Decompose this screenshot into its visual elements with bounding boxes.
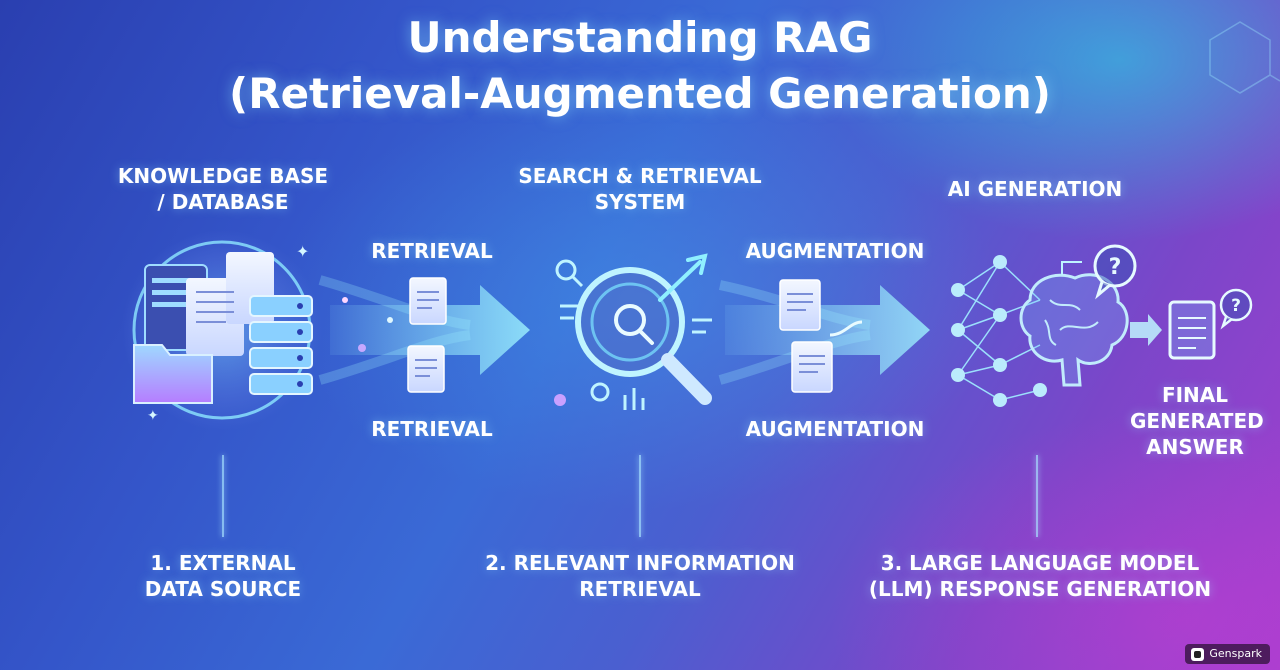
brand-label: Genspark (1209, 647, 1262, 660)
svg-text:?: ? (1109, 255, 1122, 280)
connector-line-2 (639, 455, 641, 537)
magnifier-icon (554, 253, 712, 410)
question-bubble-icon: ? (1219, 288, 1253, 330)
augmentation-flow-arrow (718, 280, 930, 385)
final-arrow (1130, 314, 1162, 346)
document-icon (409, 277, 447, 325)
retrieval-label-top: RETRIEVAL (371, 239, 493, 263)
connector-line-3 (1036, 455, 1038, 537)
document-icon (779, 279, 821, 331)
svg-text:?: ? (1231, 296, 1241, 316)
svg-text:✦: ✦ (147, 408, 159, 424)
svg-text:✦: ✦ (296, 242, 309, 261)
decorative-hexagons (1209, 21, 1280, 94)
augmentation-label-bottom: AUGMENTATION (745, 417, 925, 441)
augmentation-label-top: AUGMENTATION (745, 239, 925, 263)
brand-badge: Genspark (1185, 644, 1270, 664)
search-retrieval-label: SEARCH & RETRIEVAL SYSTEM (518, 164, 762, 214)
step-1-label: 1. EXTERNAL DATA SOURCE (144, 551, 302, 601)
genspark-logo-icon (1191, 647, 1205, 661)
retrieval-label-bottom: RETRIEVAL (371, 417, 493, 441)
document-icon (1168, 300, 1216, 360)
final-answer-label: FINAL GENERATED ANSWER (1130, 383, 1264, 459)
page-title: Understanding RAG (407, 13, 873, 62)
ai-generation-label: AI GENERATION (947, 177, 1123, 201)
brain-network-icon (951, 255, 1129, 407)
database-folder-icon: ✦ ✦ (122, 230, 322, 430)
page-subtitle: (Retrieval-Augmented Generation) (229, 69, 1051, 118)
connector-line-1 (222, 455, 224, 537)
question-bubble-icon: ? (1061, 244, 1137, 300)
step-2-label: 2. RELEVANT INFORMATION RETRIEVAL (485, 551, 795, 601)
knowledge-base-label: KNOWLEDGE BASE / DATABASE (117, 164, 329, 214)
document-icon (407, 345, 445, 393)
document-icon (791, 341, 833, 393)
retrieval-flow-arrow (318, 275, 530, 385)
step-3-label: 3. LARGE LANGUAGE MODEL (LLM) RESPONSE G… (868, 551, 1212, 601)
